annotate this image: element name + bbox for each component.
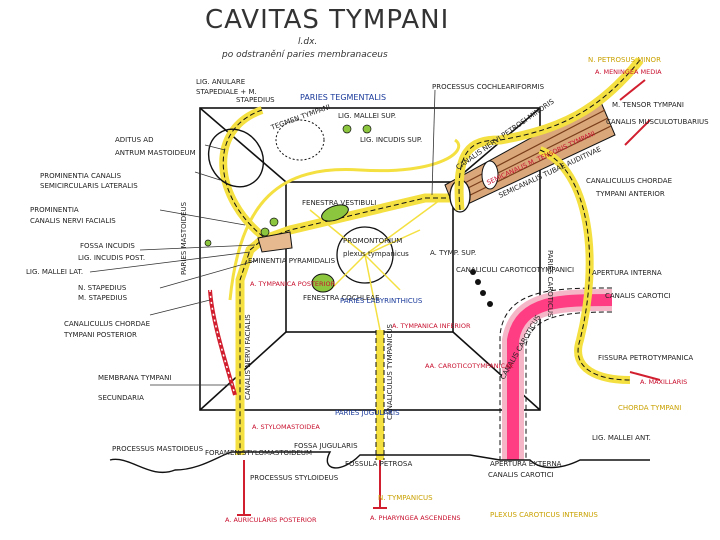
secundaria-label: SECUNDARIA [98,394,144,402]
chorda-tympani-path [228,138,461,301]
paries-jugularis-label: PARIES JUGULARIS [335,409,400,417]
n-petrosus-minor-label: N. PETROSUS MINOR [588,56,661,64]
aditus-ad-label: ADITUS AD [115,136,154,144]
lig-incudis-sup-label: LIG. INCUDIS SUP. [360,136,422,144]
apertura-interna-label: APERTURA INTERNA [592,269,662,277]
fossula-petrosa-label: FOSSULA PETROSA [345,460,412,468]
canaliculus-chordae-label: CANALICULUS CHORDAE [64,320,150,328]
processus-cochleariformis-label: PROCESSUS COCHLEARIFORMIS [432,83,545,91]
apertura-externa-label: APERTURA EXTERNA [490,460,562,468]
carotid-canal [499,287,613,460]
m-tensor-tympani-label: M. TENSOR TYMPANI [612,101,684,109]
aa-caroticotympanicae-label: AA. CAROTICOTYMPANICAE [425,362,514,370]
paries-labyrinthicus-label: PARIES LABYRINTHICUS [340,297,423,305]
outer-frame [199,107,541,411]
fossa-incudis-label: FOSSA INCUDIS [80,242,135,250]
processus-styloideus-label: PROCESSUS STYLOIDEUS [250,474,339,482]
canaliculus-chordae-ant-label: CANALICULUS CHORDAE [586,177,672,185]
a-tympanica-posterior-label: A. TYMPANICA POSTERIOR [250,280,336,288]
chorda-anterior-canal [538,146,631,384]
promontorium-label: PROMONTORIUM [343,237,402,245]
aditus-antrum-ellipse [207,128,265,188]
subtitle-note: po odstranění paries membranaceus [221,49,388,60]
paries-caroticus-label: PARIES CAROTICUS [546,250,554,318]
lig-anulare-label: LIG. ANULARE [196,78,245,86]
promontorium: PROMONTORIUM plexus tympanicus [309,199,441,331]
fossa-jugularis-label: FOSSA JUGULARIS [294,442,358,450]
membrana-tympani-label: MEMBRANA TYMPANI [98,374,171,382]
fenestra-vestibuli-label: FENESTRA VESTIBULI [302,199,376,207]
petrosus-minor-canal [454,57,644,211]
paries-mastoideus-label: PARIES MASTOIDEUS [180,201,188,275]
inner-frame [285,181,454,333]
stapediale-label: STAPEDIALE + M. [196,88,257,96]
canalis-carotici-label: CANALIS CAROTICI [605,292,671,300]
tegmen-tympani-circle [275,119,325,161]
tympani-posterior-label: TYMPANI POSTERIOR [63,331,137,339]
lig-mallei-ant-label: LIG. MALLEI ANT. [592,434,651,442]
plexus-caroticus-internus-label: PLEXUS CAROTICUS INTERNUS [490,511,598,519]
red-arteries [237,79,661,516]
a-tympanica-posterior-path [208,289,237,396]
fenestra-cochleae-label: FENESTRA COCHLEAE [303,294,380,302]
green-dot-1 [269,217,279,227]
caroticotympanic-holes [470,269,493,307]
a-pharyngea-ascendens-label: A. PHARYNGEA ASCENDENS [370,514,461,522]
chorda-tympani-label: CHORDA TYMPANI [618,404,681,412]
canaliculi-caroticotympanici-label: CANALICULI CAROTICOTYMPANICI [456,266,574,274]
paries-tegmentalis-label: PARIES TEGMENTALIS [300,93,386,102]
a-maxillaris-label: A. MAXILLARIS [640,378,687,386]
edge-top-left [199,107,287,183]
semicircularis-lateralis-label: SEMICIRCULARIS LATERALIS [40,182,138,190]
canaliculus-tympanicus-label: CANALICULUS TYMPANICUS [386,324,394,420]
plexus-tympanicus-label: plexus tympanicus [343,250,409,258]
mastoid-outline [219,106,268,242]
stapedius-top-label: STAPEDIUS [236,96,275,104]
prominentia-canalis-label: PROMINENTIA CANALIS [40,172,122,180]
n-stapedius-label: N. STAPEDIUS [78,284,127,292]
tympanic-canaliculus [375,330,385,460]
n-tympanicus-label: N. TYMPANICUS [378,494,433,502]
edge-top-right [452,107,541,183]
lig-mallei-sup-dot [342,124,352,134]
leader-lines [89,89,436,386]
a-stylomastoidea-label: A. STYLOMASTOIDEA [252,423,320,431]
facial-canal [235,193,470,455]
a-meningea-media-label: A. MENINGEA MEDIA [595,68,662,76]
green-dot-2 [260,227,270,237]
diagram-title: CAVITAS TYMPANI [205,5,449,35]
a-auricularis-posterior-label: A. AURICULARIS POSTERIOR [225,516,317,524]
lig-mallei-sup-label: LIG. MALLEI SUP. [338,112,396,120]
canalis-carotici-2-label: CANALIS CAROTICI [488,471,554,479]
fenestra-cochleae-shape [311,273,335,293]
fenestra-vestibuli-shape [321,204,349,222]
fissura-petrotympanica-label: FISSURA PETROTYMPANICA [598,354,693,362]
pyramidal-eminence-shape [257,231,293,253]
green-dot-3 [204,239,212,247]
canalis-nervi-facialis-vert-label: CANALIS NERVI FACIALIS [244,314,252,400]
lig-incudis-sup-dot [362,124,372,134]
tympani-anterior-label: TYMPANI ANTERIOR [595,190,665,198]
lig-mallei-lat-label: LIG. MALLEI LAT. [26,268,83,276]
a-tympanica-inferior-label: A. TYMPANICA INFERIOR [392,322,471,330]
m-stapedius-label: M. STAPEDIUS [78,294,128,302]
subtitle-side: l.dx. [298,37,317,47]
canalis-nervi-facialis-label: CANALIS NERVI FACIALIS [30,217,116,225]
a-tymp-sup-label: A. TYMP. SUP. [430,249,476,257]
processus-mastoideus-label: PROCESSUS MASTOIDEUS [112,445,204,453]
canalis-musculotubarius-label: CANALIS MUSCULOTUBARIUS [606,118,709,126]
foramen-stylomastoideum-label: FORAMEN STYLOMASTOIDEUM [205,449,312,457]
lig-incudis-post-label: LIG. INCUDIS POST. [78,254,145,262]
antrum-mastoideum-label: ANTRUM MASTOIDEUM [115,149,196,157]
eminentia-pyramidalis-label: EMINENTIA PYRAMIDALIS [248,257,336,265]
skull-base-outline [109,451,650,473]
prominentia-2-label: PROMINENTIA [30,206,79,214]
